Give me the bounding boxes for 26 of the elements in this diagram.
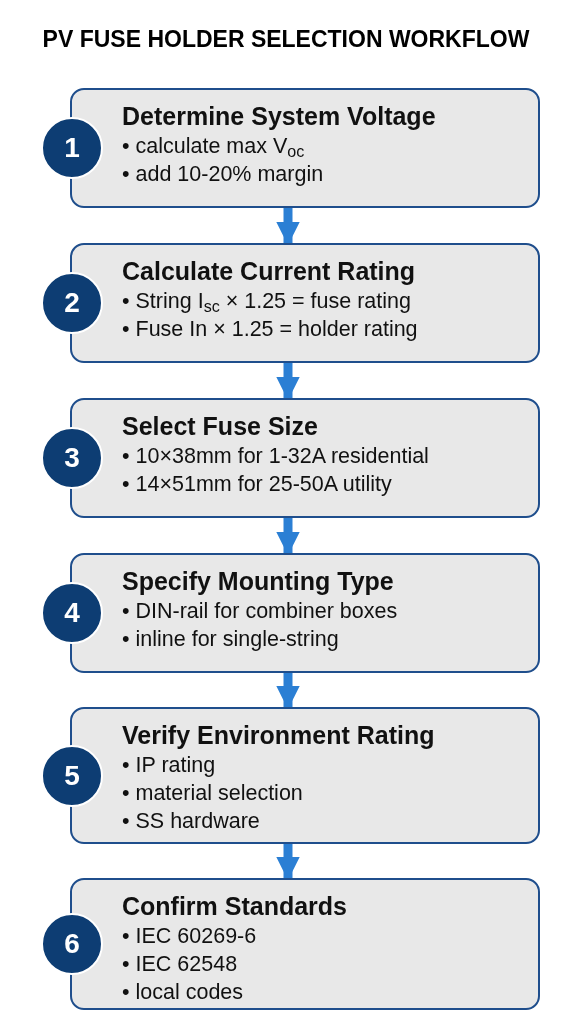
bullet-item: • calculate max V$_{oc}$ xyxy=(122,133,306,160)
bullet-item: • 10×38mm for 1-32A residential xyxy=(122,443,430,470)
step-heading: Verify Environment Rating xyxy=(122,720,436,751)
bullet-item: • 14×51mm for 25-50A utility xyxy=(122,471,393,498)
step-heading: Calculate Current Rating xyxy=(122,256,417,287)
arrow xyxy=(276,673,300,710)
arrow xyxy=(276,363,300,401)
bullet-item: • DIN-rail for combiner boxes xyxy=(122,598,399,625)
title: PV FUSE HOLDER SELECTION WORKFLOW xyxy=(41,25,531,54)
bullet-item: • IP rating xyxy=(122,752,217,779)
bullet-item: • Fuse In × 1.25 = holder rating xyxy=(122,316,419,343)
arrow xyxy=(276,208,300,246)
bullet-item: • add 10-20% margin xyxy=(122,161,325,188)
step-heading: Confirm Standards xyxy=(122,891,349,922)
bullet-item: • String I$_{sc}$ × 1.25 = fuse rating xyxy=(122,288,412,315)
bullet-item: • IEC 60269-6 xyxy=(122,923,258,950)
bullet-item: • local codes xyxy=(122,979,245,1006)
bullet-item: • IEC 62548 xyxy=(122,951,239,978)
arrow xyxy=(276,518,300,556)
arrow xyxy=(276,844,300,881)
bullet-item: • material selection xyxy=(122,780,304,807)
step-heading: Select Fuse Size xyxy=(122,411,319,442)
step-heading: Determine System Voltage xyxy=(122,101,437,132)
bullet-item: • inline for single-string xyxy=(122,626,340,653)
bullet-item: • SS hardware xyxy=(122,808,261,835)
step-heading: Specify Mounting Type xyxy=(122,566,395,597)
